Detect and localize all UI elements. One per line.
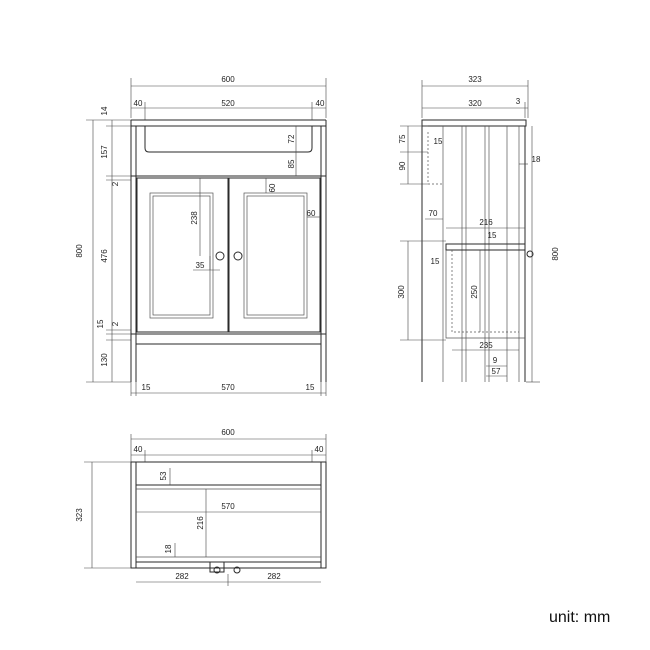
front-gap-top-label: 2	[111, 181, 120, 186]
side-250-label: 250	[470, 285, 479, 299]
right-knob-icon	[233, 251, 243, 261]
front-view: 600 40 520 40 800	[75, 75, 327, 396]
front-top-right-label: 40	[316, 99, 325, 108]
side-depth-label: 323	[468, 75, 482, 84]
front-bot15-label: 15	[96, 319, 105, 328]
front-top-mid-label: 520	[221, 99, 235, 108]
side-216-label: 216	[479, 218, 493, 227]
left-knob-icon	[215, 251, 225, 261]
side-18-label: 18	[532, 155, 541, 164]
front-basin-depth-label: 72	[287, 134, 296, 143]
front-door-stile-label: 60	[307, 209, 316, 218]
side-15b-label: 15	[488, 231, 497, 240]
top-view: 600 40 40 323 53 570 216 18 282 282	[75, 428, 327, 586]
front-span-label: 570	[221, 383, 235, 392]
top-half-l-label: 282	[175, 572, 189, 581]
top-18-label: 18	[164, 544, 173, 553]
top-216-label: 216	[196, 516, 205, 530]
side-lip-label: 3	[516, 97, 521, 106]
top-span-label: 570	[221, 502, 235, 511]
front-gap-bot-label: 2	[111, 321, 120, 326]
side-300-label: 300	[397, 285, 406, 299]
side-90-label: 90	[398, 161, 407, 170]
side-75-label: 75	[398, 134, 407, 143]
side-knob-icon	[526, 250, 534, 258]
front-doors-label: 476	[100, 249, 109, 263]
top-half-r-label: 282	[267, 572, 281, 581]
side-15a-label: 15	[434, 137, 443, 146]
side-view: 323 320 3 75 15 90 18 70	[397, 75, 560, 383]
front-foot-r-label: 15	[306, 383, 315, 392]
front-foot-l-label: 15	[142, 383, 151, 392]
front-basin-gap-label: 85	[287, 159, 296, 168]
unit-label: unit: mm	[549, 609, 611, 626]
top-width-label: 600	[221, 428, 235, 437]
front-upper-label: 157	[100, 145, 109, 159]
front-panel-h-label: 238	[190, 211, 199, 225]
front-knob-label: 35	[196, 261, 205, 270]
side-9-label: 9	[493, 356, 498, 365]
top-r40-label: 40	[315, 445, 324, 454]
top-l40-label: 40	[134, 445, 143, 454]
front-plinth-label: 130	[100, 353, 109, 367]
front-door-rail-label: 60	[268, 183, 277, 192]
side-15c-label: 15	[431, 257, 440, 266]
side-inner-label: 320	[468, 99, 482, 108]
front-top-left-label: 40	[134, 99, 143, 108]
front-height-label: 800	[75, 244, 84, 258]
side-235-label: 235	[479, 341, 493, 350]
top-left-foot-icon	[213, 566, 221, 574]
side-70-label: 70	[429, 209, 438, 218]
side-57-label: 57	[492, 367, 501, 376]
side-height-label: 800	[551, 247, 560, 261]
top-right-foot-icon	[233, 566, 241, 574]
front-width-label: 600	[221, 75, 235, 84]
front-topthk-label: 14	[100, 106, 109, 115]
top-53-label: 53	[159, 471, 168, 480]
top-depth-label: 323	[75, 508, 84, 522]
